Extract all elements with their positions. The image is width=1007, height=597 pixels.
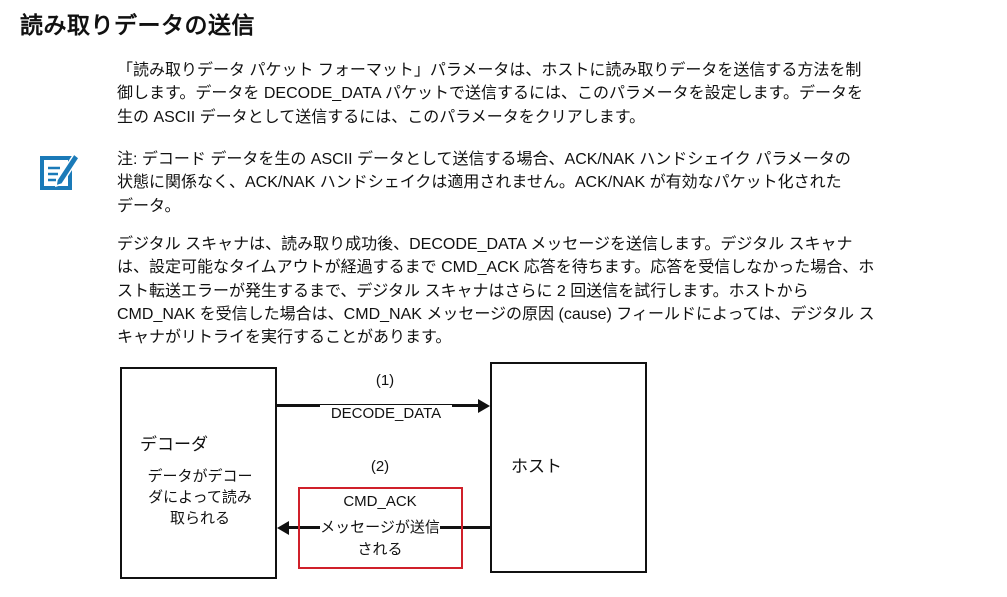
note-pencil-icon — [40, 152, 80, 190]
text-line: は、設定可能なタイムアウトが経過するまで CMD_ACK 応答を待ちます。応答を… — [117, 259, 875, 277]
step1-label: DECODE_DATA — [320, 405, 452, 422]
text-line: データがデコー — [147, 468, 253, 485]
step2-label: CMD_ACK — [343, 493, 417, 510]
text-line: 御します。データを DECODE_DATA パケットで送信するには、このパラメー… — [117, 85, 863, 103]
page-title: 読み取りデータの送信 — [20, 12, 255, 38]
text-line: される — [357, 541, 403, 558]
text-line: 取られる — [169, 510, 230, 527]
arrow-left-head-icon — [277, 521, 289, 535]
intro-paragraph: 「読み取りデータ パケット フォーマット」パラメータは、ホストに読み取りデータを… — [117, 59, 863, 129]
cmd-ack-highlight-box — [298, 487, 463, 569]
decoder-description: データがデコー ダによって読み 取られる — [130, 466, 270, 529]
text-line: CMD_NAK を受信した場合は、CMD_NAK メッセージの原因 (cause… — [117, 305, 875, 323]
arrow-right-head-icon — [478, 399, 490, 413]
step2-description: メッセージが送信 される — [312, 517, 448, 561]
host-title: ホスト — [511, 457, 562, 476]
step1-number: (1) — [350, 372, 420, 389]
text-line: メッセージが送信 — [320, 517, 440, 539]
text-line: デジタル スキャナは、読み取り成功後、DECODE_DATA メッセージを送信し… — [117, 236, 853, 253]
step2-number: (2) — [345, 458, 415, 475]
decoder-title: デコーダ — [140, 435, 208, 454]
text-line: 「読み取りデータ パケット フォーマット」パラメータは、ホストに読み取りデータを… — [117, 62, 862, 79]
text-line: 生の ASCII データとして送信するには、このパラメータをクリアします。 — [117, 108, 646, 126]
body-paragraph: デジタル スキャナは、読み取り成功後、DECODE_DATA メッセージを送信し… — [117, 233, 875, 349]
text-line: スト転送エラーが発生するまで、デジタル スキャナはさらに 2 回送信を試行します… — [117, 282, 809, 300]
note-paragraph: 注: デコード データを生の ASCII データとして送信する場合、ACK/NA… — [117, 148, 851, 218]
text-line: ダによって読み — [148, 489, 252, 506]
text-line: キャナがリトライを実行することがあります。 — [117, 329, 452, 347]
text-line: 注: デコード データを生の ASCII データとして送信する場合、ACK/NA… — [117, 151, 851, 168]
text-line: データ。 — [117, 197, 181, 215]
decoder-box — [120, 367, 277, 579]
text-line: 状態に関係なく、ACK/NAK ハンドシェイクは適用されません。ACK/NAK … — [117, 174, 842, 192]
host-box — [490, 362, 647, 573]
